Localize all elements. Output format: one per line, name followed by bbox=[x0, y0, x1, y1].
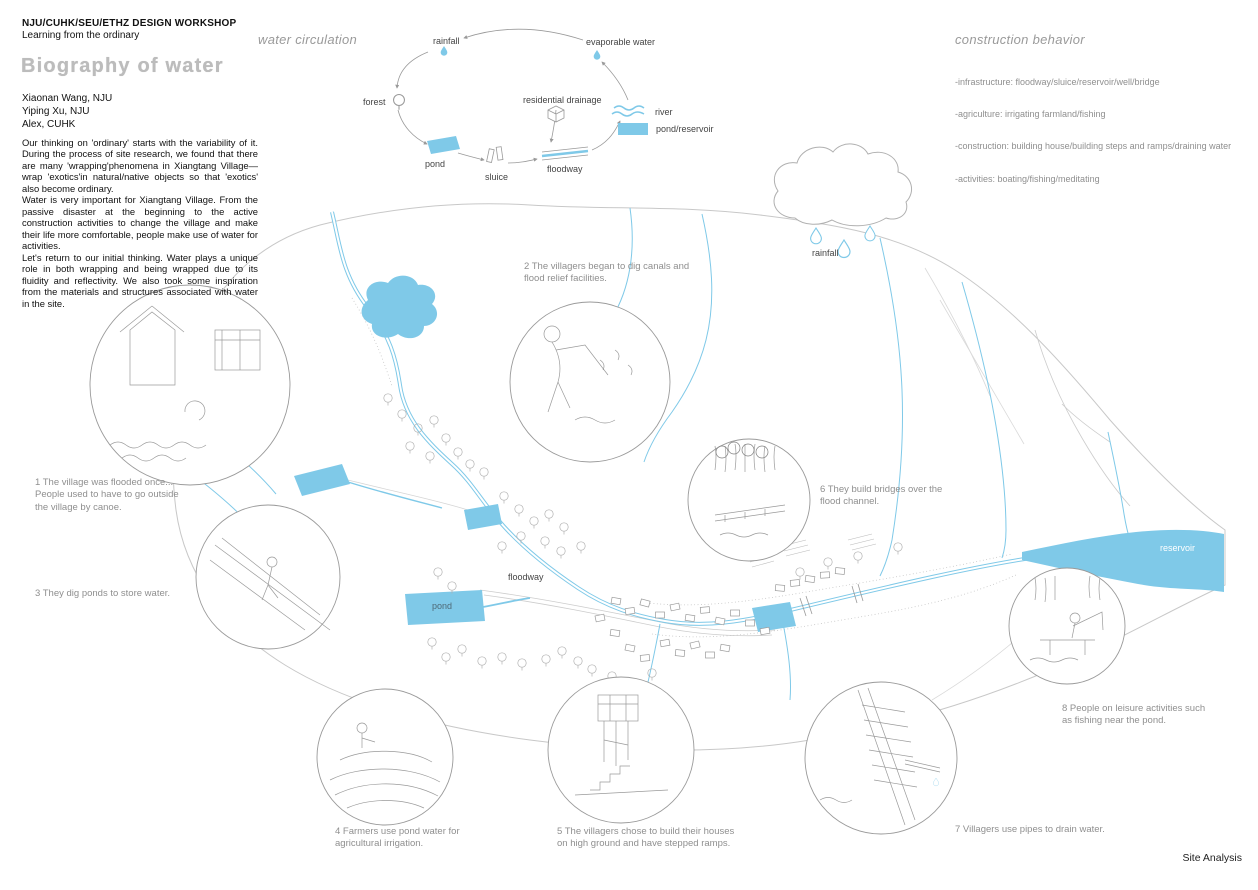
streams bbox=[183, 207, 1131, 707]
pond-icon bbox=[427, 136, 460, 154]
circulation-label-forest: forest bbox=[363, 97, 386, 107]
vignette-circle-2 bbox=[509, 301, 671, 463]
author-line: Alex, CUHK bbox=[22, 119, 76, 130]
vignette-circle-5 bbox=[547, 676, 695, 824]
map-label-rainfall: rainfall bbox=[812, 248, 839, 258]
annotation-3: 3 They dig ponds to store water. bbox=[35, 588, 171, 599]
map-label-floodway: floodway bbox=[508, 572, 544, 582]
annotation-6: 6 They build bridges over the flood chan… bbox=[820, 484, 943, 508]
behavior-item-infrastructure: -infrastructure: floodway/sluice/reservo… bbox=[955, 77, 1160, 87]
raindrop-icon bbox=[440, 46, 601, 60]
circulation-label-river: river bbox=[655, 107, 673, 117]
circulation-label-residential: residential drainage bbox=[523, 95, 602, 105]
river-icon bbox=[611, 105, 645, 117]
pond-reservoir-icon bbox=[618, 123, 648, 135]
main-river bbox=[330, 211, 1046, 626]
intro-paragraph: Let's return to our initial thinking. Wa… bbox=[22, 251, 258, 309]
labeled-pond bbox=[405, 590, 485, 625]
author-line: Yiping Xu, NJU bbox=[22, 106, 90, 117]
author-line: Xiaonan Wang, NJU bbox=[22, 93, 113, 104]
annotation-7: 7 Villagers use pipes to drain water. bbox=[955, 824, 1105, 835]
workshop-subtitle: Learning from the ordinary bbox=[22, 30, 140, 41]
circulation-diagram bbox=[392, 28, 648, 164]
interior-lines bbox=[924, 267, 1131, 701]
circulation-label-pond: pond bbox=[425, 159, 446, 169]
cloud-icon bbox=[773, 143, 913, 227]
cloud-group bbox=[773, 143, 913, 259]
circulation-label-evaporable: evaporable water bbox=[586, 37, 656, 47]
authors-block: Xiaonan Wang, NJU Yiping Xu, NJU Alex, C… bbox=[22, 92, 112, 131]
annotation-2: 2 The villagers began to dig canals and … bbox=[524, 261, 690, 285]
circulation-label-pond-reservoir: pond/reservoir bbox=[656, 124, 714, 134]
residential-drainage-icon bbox=[547, 105, 565, 123]
page-title: Biography of water bbox=[21, 55, 224, 77]
intro-paragraph: Our thinking on 'ordinary' starts with t… bbox=[22, 137, 258, 194]
vignettes bbox=[89, 284, 1126, 835]
behavior-item-construction: -construction: building house/building s… bbox=[955, 141, 1232, 151]
vignette-circle-1 bbox=[89, 284, 291, 486]
bridges bbox=[799, 583, 864, 617]
annotation-1: 1 The village was flooded once... People… bbox=[35, 477, 179, 513]
water-circulation-title: water circulation bbox=[258, 32, 358, 47]
vignette-circle-6 bbox=[687, 438, 811, 562]
intro-text: Our thinking on 'ordinary' starts with t… bbox=[22, 137, 258, 309]
annotation-5: 5 The villagers chose to build their hou… bbox=[557, 826, 735, 850]
intro-paragraph: Water is very important for Xiangtang Vi… bbox=[22, 194, 258, 252]
circulation-label-sluice: sluice bbox=[485, 172, 509, 182]
map-label-reservoir: reservoir bbox=[1160, 543, 1196, 553]
vignette-circle-4 bbox=[316, 688, 454, 826]
behavior-item-agriculture: -agriculture: irrigating farmland/fishin… bbox=[955, 109, 1106, 119]
behavior-item-activities: -activities: boating/fishing/meditating bbox=[955, 174, 1100, 184]
floodway-icon bbox=[541, 146, 589, 161]
circulation-label-floodway: floodway bbox=[547, 164, 583, 174]
reservoir-shape bbox=[1022, 529, 1224, 592]
sluice-icon bbox=[486, 146, 504, 163]
forest-icon bbox=[392, 93, 406, 111]
workshop-title: NJU/CUHK/SEU/ETHZ DESIGN WORKSHOP bbox=[22, 18, 237, 29]
annotation-4: 4 Farmers use pond water for agricultura… bbox=[335, 826, 460, 850]
map-label-pond: pond bbox=[432, 601, 453, 611]
construction-behavior-title: construction behavior bbox=[955, 32, 1085, 47]
vignette-circle-8 bbox=[1008, 567, 1126, 685]
vignette-circle-3 bbox=[195, 504, 341, 650]
vignette-circle-7 bbox=[804, 681, 958, 835]
sheet-title: Site Analysis bbox=[1182, 852, 1242, 864]
bank-texture bbox=[351, 297, 1019, 638]
annotation-8: 8 People on leisure activities such as f… bbox=[1062, 703, 1206, 727]
ponds bbox=[294, 275, 796, 632]
circulation-label-rainfall: rainfall bbox=[433, 36, 460, 46]
